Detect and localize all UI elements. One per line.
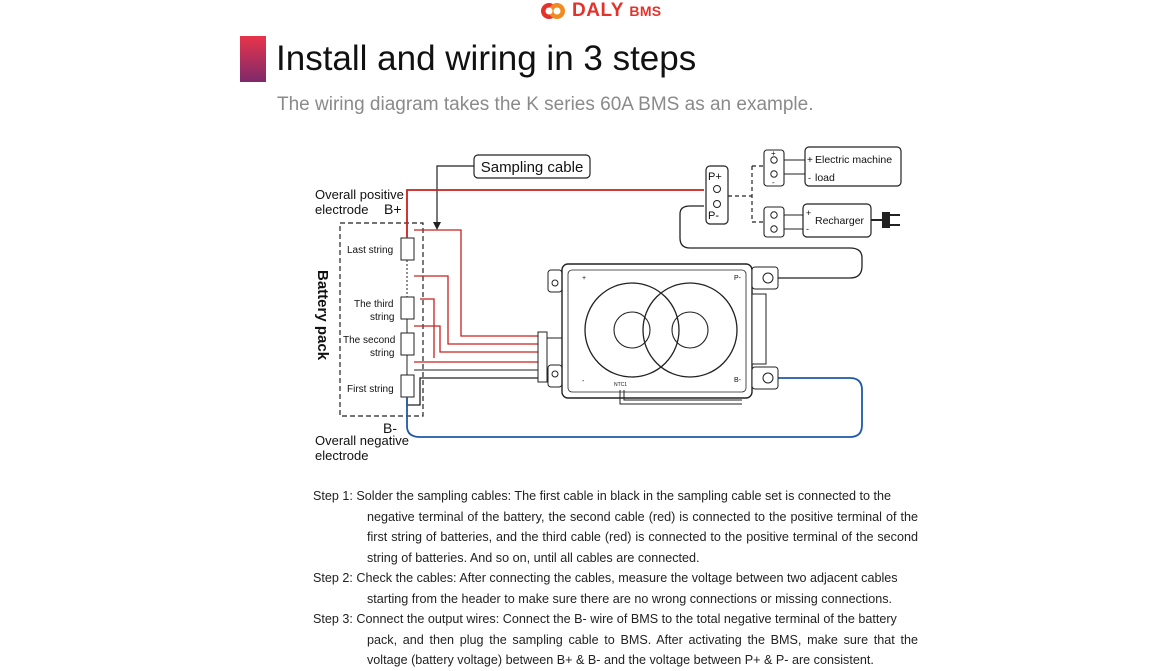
step-2: Step 2: Check the cables: After connecti… <box>313 568 918 609</box>
b-minus-label: B- <box>383 420 397 436</box>
positive-main-wire <box>406 189 704 238</box>
output-split-lines <box>728 165 764 223</box>
electric-machine-load-box <box>804 146 902 187</box>
bms-ntc-mark: NTC1 <box>614 382 627 388</box>
wiring-diagram: Sampling cable Overall positive electrod… <box>314 146 902 463</box>
last-string-label: Last string <box>347 245 393 256</box>
sampling-wires <box>414 229 538 363</box>
power-plug-icon <box>871 212 900 228</box>
step-3-first-line: Step 3: Connect the output wires: Connec… <box>313 612 897 626</box>
page-subtitle: The wiring diagram takes the K series 60… <box>277 94 814 115</box>
cell-last <box>400 237 415 261</box>
brand-name: DALY BMS <box>572 0 662 21</box>
negative-main-wire <box>406 377 863 438</box>
first-string-label: First string <box>347 384 394 395</box>
step-2-first-line: Step 2: Check the cables: After connecti… <box>313 571 898 585</box>
load-box-plus-mark: + <box>807 155 813 166</box>
sampling-cable-pointer <box>436 165 474 224</box>
p-minus-wire <box>679 205 863 279</box>
bms-minus-mark: - <box>582 378 585 385</box>
battery-pack-label: Battery pack <box>314 270 331 361</box>
battery-pack-box <box>339 222 424 417</box>
load-plus-mark: + <box>771 149 776 158</box>
daly-logo-icon <box>541 3 565 19</box>
sampling-wire-black <box>406 377 538 406</box>
second-string-label-2: string <box>370 348 394 359</box>
brand-logo: DALY BMS <box>540 0 661 22</box>
output-terminal-block <box>705 165 729 225</box>
sampling-connector <box>537 331 548 383</box>
p-minus-label: P- <box>708 210 719 222</box>
sampling-cable-label: Sampling cable <box>481 159 584 176</box>
b-plus-label: B+ <box>384 201 402 217</box>
cell-third <box>400 296 415 320</box>
load-label-1: Electric machine <box>815 154 892 166</box>
load-connector <box>763 149 785 187</box>
cell-second <box>400 332 415 356</box>
step-2-rest: starting from the header to make sure th… <box>367 591 893 606</box>
step-3: Step 3: Connect the output wires: Connec… <box>313 609 918 671</box>
third-string-label-1: The third <box>354 299 393 310</box>
recharger-minus-mark: - <box>806 224 809 234</box>
step-1: Step 1: Solder the sampling cables: The … <box>313 486 918 568</box>
overall-positive-electrode-label: electrode <box>315 202 368 217</box>
bms-p-minus-mark: P- <box>734 275 742 282</box>
overall-negative-label: Overall negative <box>315 433 409 448</box>
third-string-label-2: string <box>370 312 394 323</box>
cell-first <box>400 374 415 398</box>
battery-cells <box>400 237 415 398</box>
second-string-label-1: The second <box>343 335 395 346</box>
overall-negative-electrode-label: electrode <box>315 448 368 463</box>
bms-b-minus-mark: B- <box>734 377 742 384</box>
recharger-connector <box>763 206 785 238</box>
step-1-first-line: Step 1: Solder the sampling cables: The … <box>313 489 892 503</box>
bms-board <box>547 263 779 405</box>
page-title: Install and wiring in 3 steps <box>276 39 697 78</box>
wiring-steps: Step 1: Solder the sampling cables: The … <box>313 486 918 671</box>
step-1-rest: negative terminal of the battery, the se… <box>367 509 918 565</box>
recharger-label: Recharger <box>815 215 865 227</box>
p-plus-label: P+ <box>708 171 722 183</box>
recharger-plus-mark: + <box>806 208 811 218</box>
load-minus-mark: - <box>772 178 775 187</box>
title-accent-bar <box>240 36 266 82</box>
load-box-minus-mark: - <box>808 173 811 183</box>
pointer-arrow-icon <box>433 222 441 230</box>
step-3-rest: pack, and then plug the sampling cable t… <box>367 632 918 668</box>
overall-positive-label: Overall positive <box>315 187 404 202</box>
bms-plus-mark: + <box>582 275 586 282</box>
load-label-2: load <box>815 172 835 184</box>
